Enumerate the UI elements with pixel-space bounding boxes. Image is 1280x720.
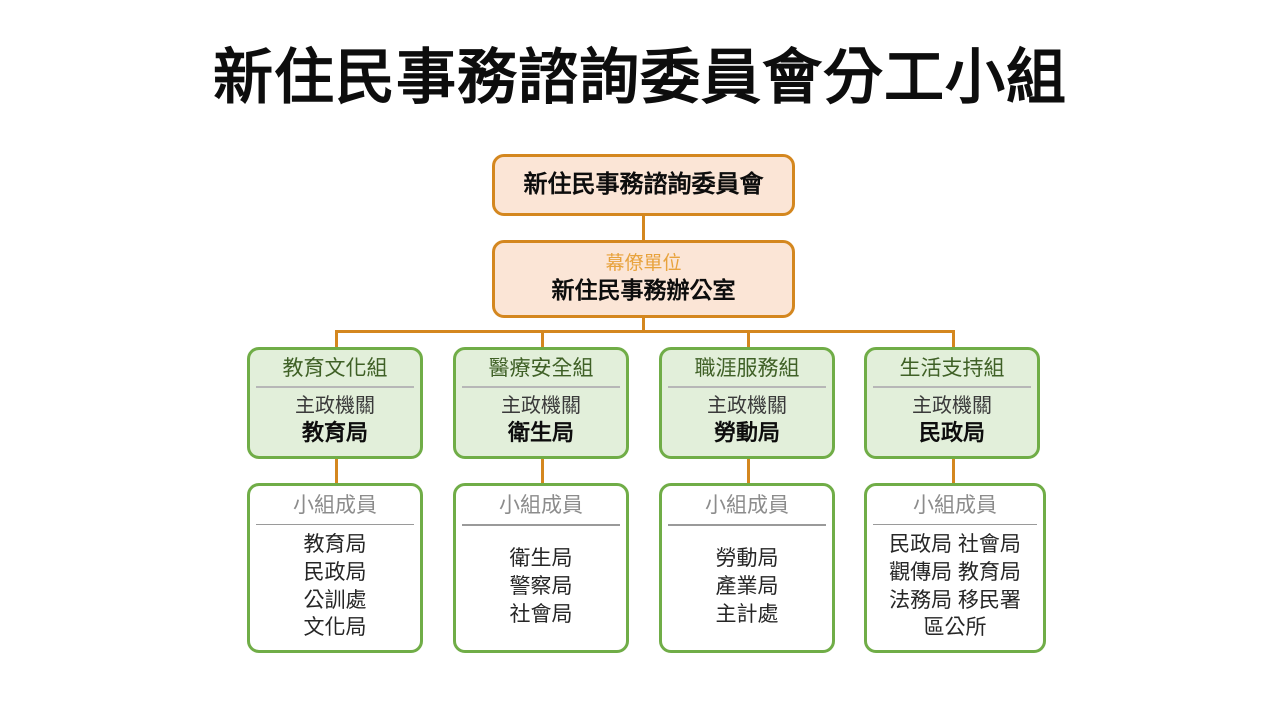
node-members-education-culture[interactable]: 小組成員 教育局民政局公訓處文化局 xyxy=(247,483,423,653)
divider xyxy=(668,524,826,526)
connector-group-3-to-members xyxy=(747,459,750,483)
connector-group-1-to-members xyxy=(335,459,338,483)
divider xyxy=(256,386,414,388)
divider xyxy=(668,386,826,388)
group-title: 生活支持組 xyxy=(899,357,1005,380)
staff-office-name: 新住民事務辦公室 xyxy=(551,277,736,304)
lead-agency-name: 衛生局 xyxy=(507,420,574,446)
node-group-education-culture[interactable]: 教育文化組 主政機關 教育局 xyxy=(247,347,423,459)
staff-office-role-label: 幕僚單位 xyxy=(605,253,682,275)
member-line: 產業局 xyxy=(715,575,779,599)
divider xyxy=(462,524,620,526)
connector-horizontal-bus xyxy=(335,330,955,333)
member-line: 觀傳局 教育局 xyxy=(889,560,1021,584)
member-line: 區公所 xyxy=(923,616,987,640)
node-group-medical-safety[interactable]: 醫療安全組 主政機關 衛生局 xyxy=(453,347,629,459)
group-title: 職涯服務組 xyxy=(694,357,800,380)
lead-agency-name: 教育局 xyxy=(301,420,368,446)
member-line: 民政局 xyxy=(303,560,367,584)
member-line: 公訓處 xyxy=(303,588,367,612)
member-line: 社會局 xyxy=(509,602,573,626)
members-title: 小組成員 xyxy=(913,494,997,517)
lead-agency-label: 主政機關 xyxy=(707,395,787,418)
node-members-medical-safety[interactable]: 小組成員 衛生局警察局社會局 xyxy=(453,483,629,653)
divider xyxy=(873,524,1037,526)
lead-agency-name: 民政局 xyxy=(918,420,985,446)
group-body: 主政機關 勞動局 xyxy=(662,388,832,456)
member-line: 法務局 移民署 xyxy=(889,588,1021,612)
member-line: 文化局 xyxy=(303,616,367,640)
members-title: 小組成員 xyxy=(499,494,583,517)
divider xyxy=(873,386,1031,388)
members-list: 民政局 社會局觀傳局 教育局法務局 移民署區公所 xyxy=(867,525,1043,650)
members-list: 勞動局產業局主計處 xyxy=(662,526,832,650)
connector-drop-group-1 xyxy=(335,330,338,347)
members-list: 教育局民政局公訓處文化局 xyxy=(250,525,420,650)
committee-name: 新住民事務諮詢委員會 xyxy=(523,170,764,198)
connector-group-4-to-members xyxy=(952,459,955,483)
lead-agency-label: 主政機關 xyxy=(912,395,992,418)
member-line: 民政局 社會局 xyxy=(889,533,1021,557)
lead-agency-label: 主政機關 xyxy=(501,395,581,418)
connector-drop-group-2 xyxy=(541,330,544,347)
group-body: 主政機關 教育局 xyxy=(250,388,420,456)
lead-agency-label: 主政機關 xyxy=(295,395,375,418)
connector-drop-group-3 xyxy=(747,330,750,347)
connector-office-to-bus xyxy=(642,318,645,333)
group-body: 主政機關 衛生局 xyxy=(456,388,626,456)
node-committee[interactable]: 新住民事務諮詢委員會 xyxy=(492,154,795,216)
node-group-life-support[interactable]: 生活支持組 主政機關 民政局 xyxy=(864,347,1040,459)
node-staff-office[interactable]: 幕僚單位 新住民事務辦公室 xyxy=(492,240,795,318)
connector-group-2-to-members xyxy=(541,459,544,483)
page-title: 新住民事務諮詢委員會分工小組 xyxy=(213,44,1067,111)
node-group-career-service[interactable]: 職涯服務組 主政機關 勞動局 xyxy=(659,347,835,459)
divider xyxy=(462,386,620,388)
node-members-life-support[interactable]: 小組成員 民政局 社會局觀傳局 教育局法務局 移民署區公所 xyxy=(864,483,1046,653)
connector-drop-group-4 xyxy=(952,330,955,347)
lead-agency-name: 勞動局 xyxy=(713,420,780,446)
members-list: 衛生局警察局社會局 xyxy=(456,526,626,650)
member-line: 主計處 xyxy=(715,602,779,626)
connector-committee-to-office xyxy=(642,216,645,240)
group-body: 主政機關 民政局 xyxy=(867,388,1037,456)
members-title: 小組成員 xyxy=(705,494,789,517)
member-line: 衛生局 xyxy=(509,547,573,571)
member-line: 勞動局 xyxy=(715,547,779,571)
member-line: 警察局 xyxy=(509,575,573,599)
group-title: 醫療安全組 xyxy=(488,357,594,380)
members-title: 小組成員 xyxy=(293,494,377,517)
divider xyxy=(256,524,414,526)
group-title: 教育文化組 xyxy=(282,357,388,380)
member-line: 教育局 xyxy=(303,533,367,557)
node-members-career-service[interactable]: 小組成員 勞動局產業局主計處 xyxy=(659,483,835,653)
